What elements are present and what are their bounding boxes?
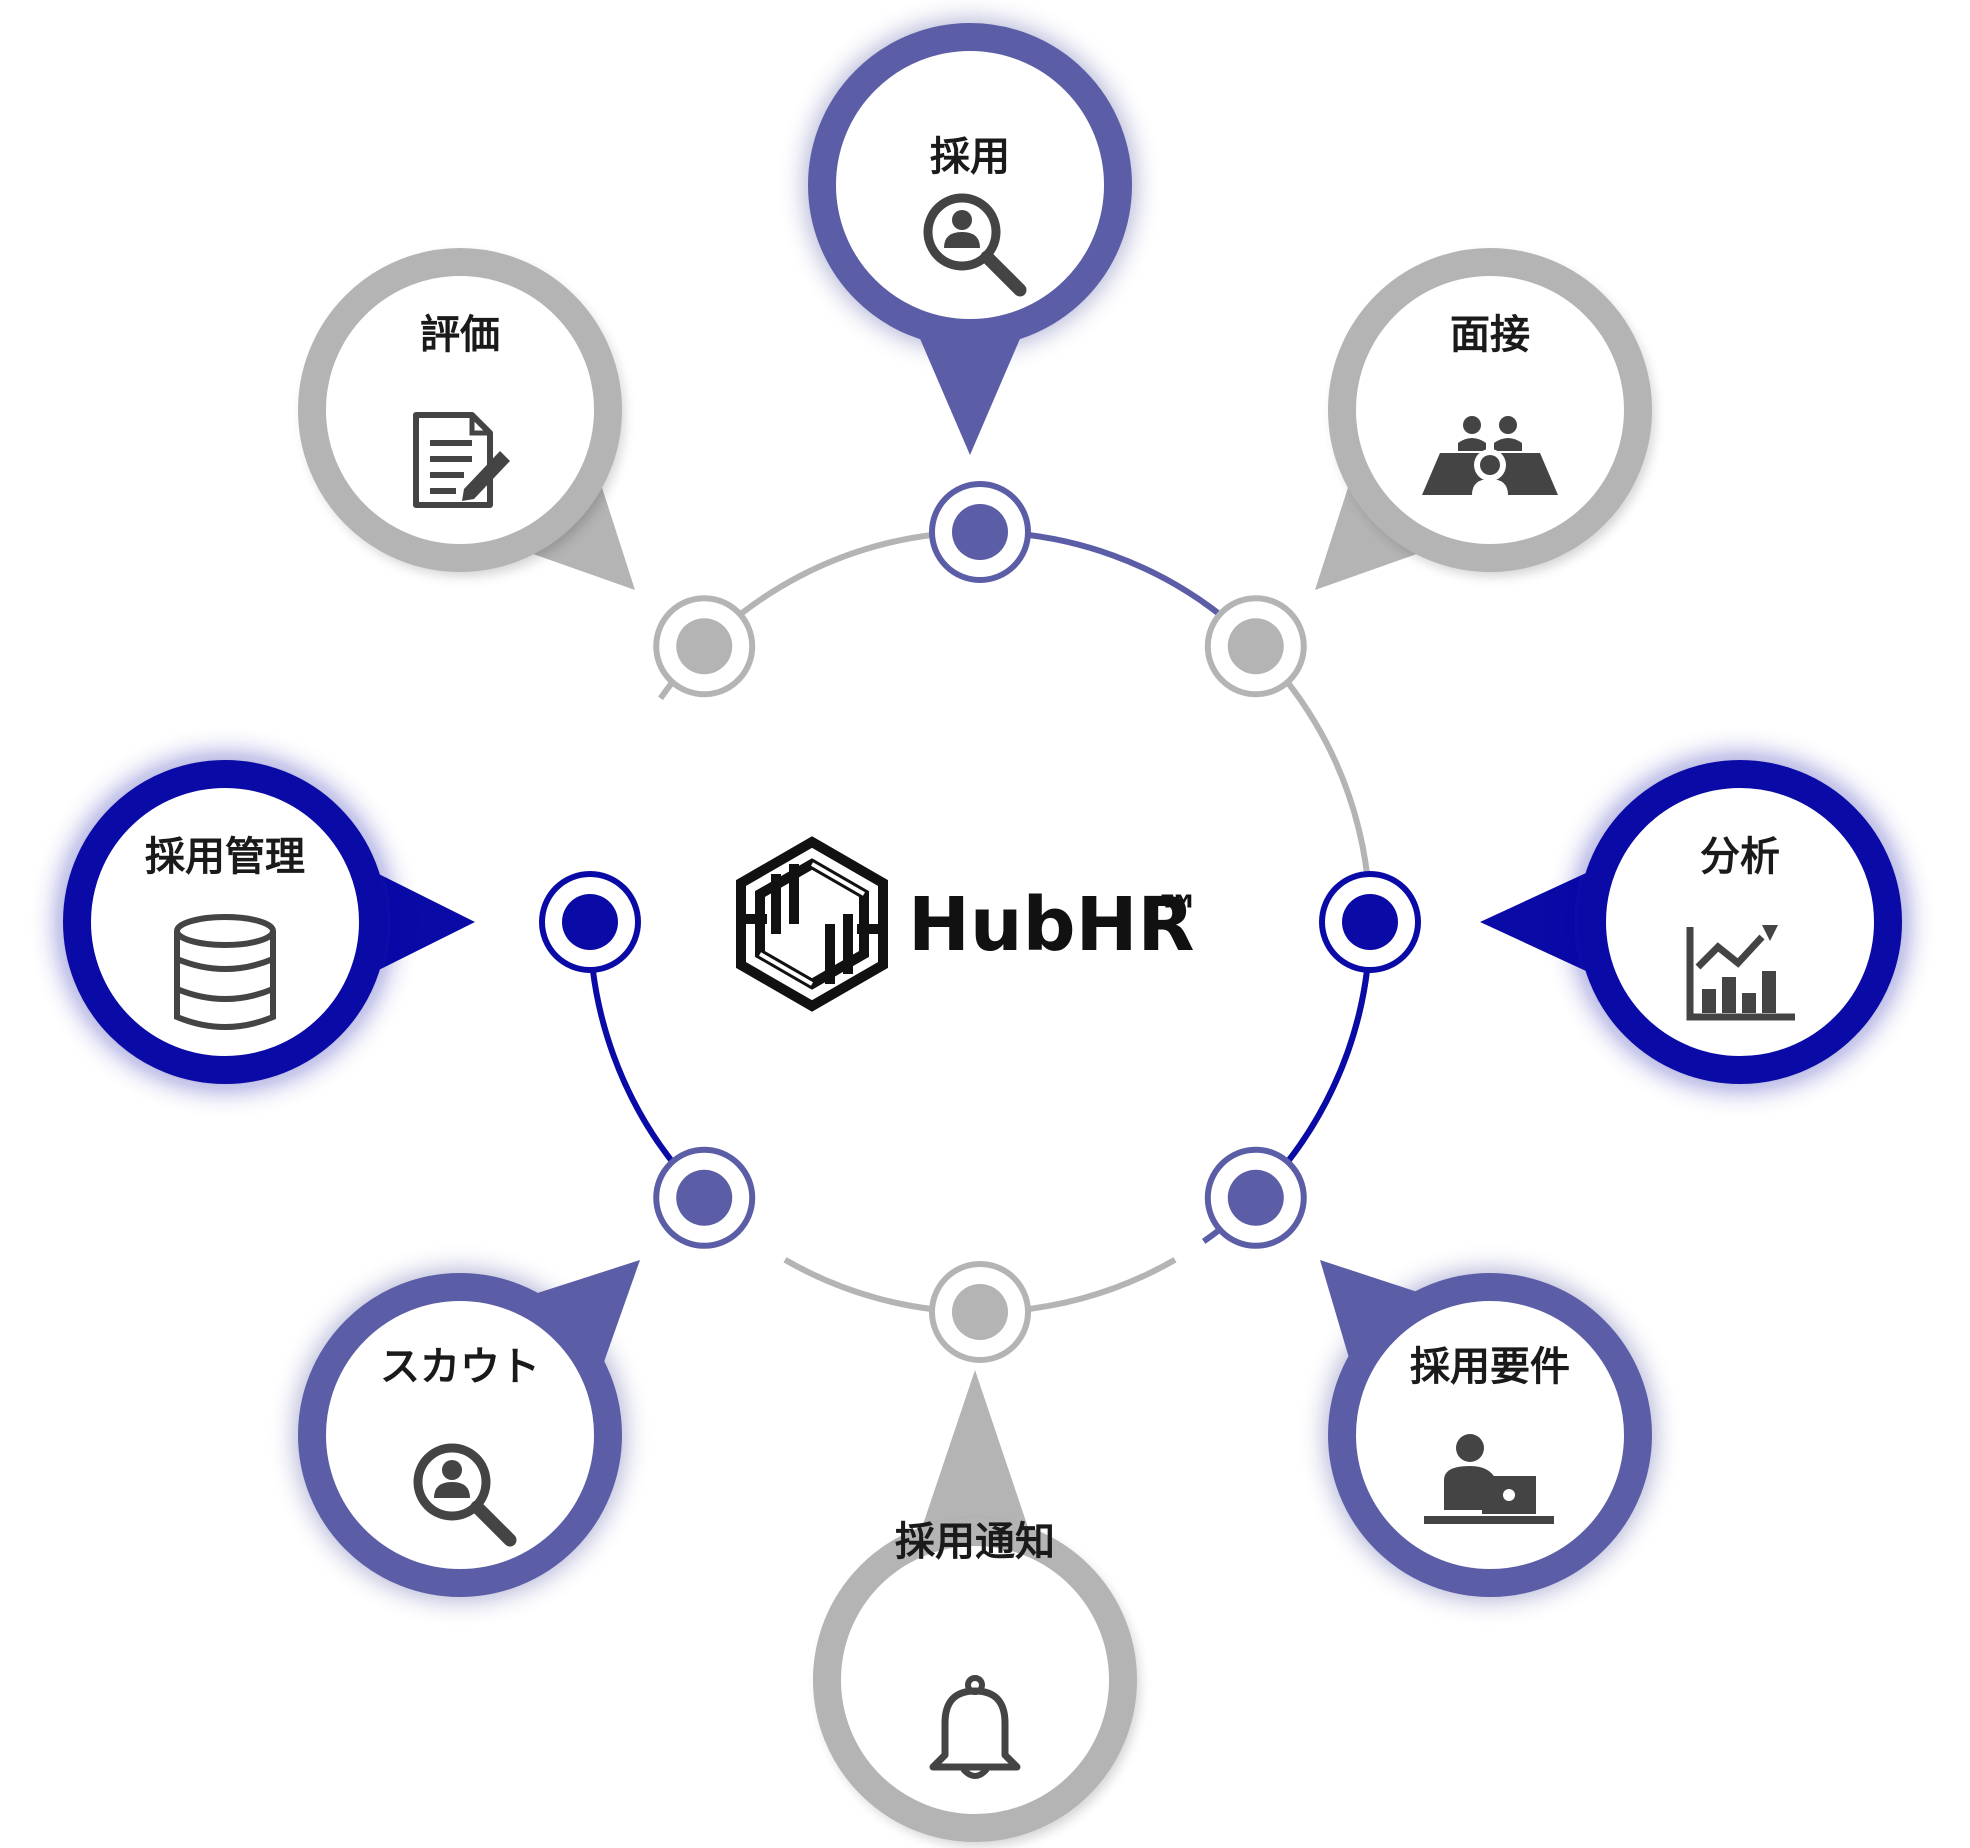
bubble-label: 面接: [1450, 312, 1530, 358]
bar-chart-icon: [1686, 925, 1795, 1021]
hubhr-logo-icon: [736, 836, 888, 1012]
bubble-ring: [1328, 1273, 1652, 1597]
ring-node-outline: [653, 595, 756, 698]
ring-node-dot: [1342, 894, 1398, 950]
feature-bubble-mensetsu[interactable]: 面接: [1328, 248, 1654, 576]
trademark-symbol: ™: [1155, 885, 1201, 939]
bubble-ring: [63, 760, 387, 1084]
bubble-label: 採用管理: [145, 834, 305, 880]
ring-node-outline: [653, 1146, 756, 1249]
ring-node[interactable]: [1204, 1146, 1307, 1249]
ring-node[interactable]: [653, 1146, 756, 1249]
ring-node-dot: [676, 1169, 733, 1226]
bubble-label: 採用通知: [895, 1519, 1055, 1565]
interview-icon: [1422, 416, 1558, 495]
bubble-label: 採用要件: [1410, 1344, 1570, 1390]
ring-node[interactable]: [653, 595, 756, 698]
bubble-pointer: [913, 1370, 1037, 1555]
ring-node-dot: [952, 504, 1008, 560]
ring-node[interactable]: [539, 871, 641, 973]
ring-node[interactable]: [1204, 595, 1307, 698]
laptop-user-icon: [1424, 1434, 1554, 1524]
bubble-ring: [298, 1273, 622, 1597]
brand-name: HubHR: [908, 882, 1195, 968]
ring-node-outline: [1319, 871, 1421, 973]
scout-search-icon: [413, 1443, 517, 1547]
bubble-label: 評価: [420, 312, 500, 358]
ring-node-dot: [952, 1284, 1008, 1340]
bubble-ring: [1578, 760, 1902, 1084]
bell-icon: [929, 1675, 1021, 1779]
database-icon: [174, 914, 276, 1030]
ring-node-outline: [539, 871, 641, 973]
bubble-ring: [298, 248, 622, 572]
feature-bubble-bunseki[interactable]: 分析: [1574, 756, 1906, 1088]
ring-node-dot: [1227, 1169, 1284, 1226]
ring-node-outline: [1204, 595, 1307, 698]
feature-bubble-hyoka[interactable]: 評価: [298, 248, 624, 576]
ring-node-dot: [562, 894, 618, 950]
ring-node-dot: [1227, 618, 1284, 675]
ring-node-outline: [1204, 1146, 1307, 1249]
ring-node-dot: [676, 618, 733, 675]
bubble-label: 分析: [1700, 834, 1780, 880]
feature-bubble-saiyo-kanri[interactable]: 採用管理: [59, 756, 391, 1088]
person-search-icon: [923, 193, 1027, 297]
ring-node[interactable]: [1319, 871, 1421, 973]
feature-bubble-saiyo-yoken[interactable]: 採用要件: [1324, 1269, 1656, 1601]
bubble-label: スカウト: [380, 1344, 540, 1390]
ring-node[interactable]: [929, 481, 1031, 583]
ring-node[interactable]: [929, 1261, 1031, 1363]
bubble-ring: [1328, 248, 1652, 572]
bubble-label: 採用: [930, 134, 1010, 180]
ring-node-outline: [929, 481, 1031, 583]
hubhr-brand: HubHR ™: [736, 836, 1201, 1012]
ring-node-outline: [929, 1261, 1031, 1363]
feature-bubble-saiyo-tsuchi[interactable]: 採用通知: [813, 1518, 1139, 1846]
document-edit-icon: [413, 412, 510, 508]
feature-bubble-saiyo[interactable]: 採用: [804, 19, 1136, 351]
feature-bubble-scout[interactable]: スカウト: [294, 1269, 626, 1601]
bubble-ring: [808, 23, 1132, 347]
